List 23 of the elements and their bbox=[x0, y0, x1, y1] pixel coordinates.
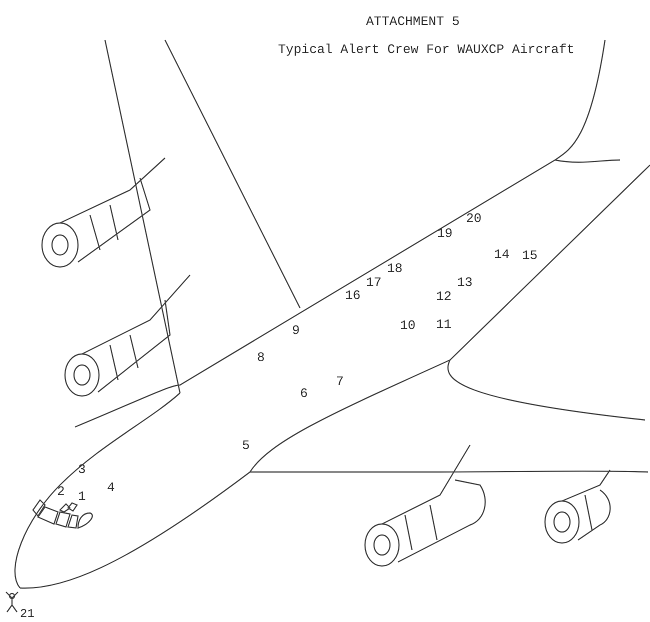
callout-number: 16 bbox=[345, 289, 361, 303]
callout-number: 12 bbox=[436, 290, 452, 304]
callout-number: 4 bbox=[107, 481, 115, 495]
callout-number: 15 bbox=[522, 249, 538, 263]
callout-number: 6 bbox=[300, 387, 308, 401]
callout-number: 9 bbox=[292, 324, 300, 338]
callout-number: 14 bbox=[494, 248, 510, 262]
callout-number: 13 bbox=[457, 276, 473, 290]
callout-number: 8 bbox=[257, 351, 265, 365]
callout-number: 17 bbox=[366, 276, 382, 290]
callout-number: 1 bbox=[78, 490, 86, 504]
callout-number: 21 bbox=[20, 607, 34, 621]
callout-number: 7 bbox=[336, 375, 344, 389]
callout-number: 18 bbox=[387, 262, 403, 276]
callout-number: 20 bbox=[466, 212, 482, 226]
caption: Typical Alert Crew For WAUXCP Aircraft bbox=[278, 42, 574, 57]
callout-number: 11 bbox=[436, 318, 452, 332]
callout-number: 10 bbox=[400, 319, 416, 333]
callout-number: 5 bbox=[242, 439, 250, 453]
callout-number: 19 bbox=[437, 227, 453, 241]
title: ATTACHMENT 5 bbox=[366, 14, 460, 29]
callout-number: 3 bbox=[78, 463, 86, 477]
callout-number: 2 bbox=[57, 485, 65, 499]
